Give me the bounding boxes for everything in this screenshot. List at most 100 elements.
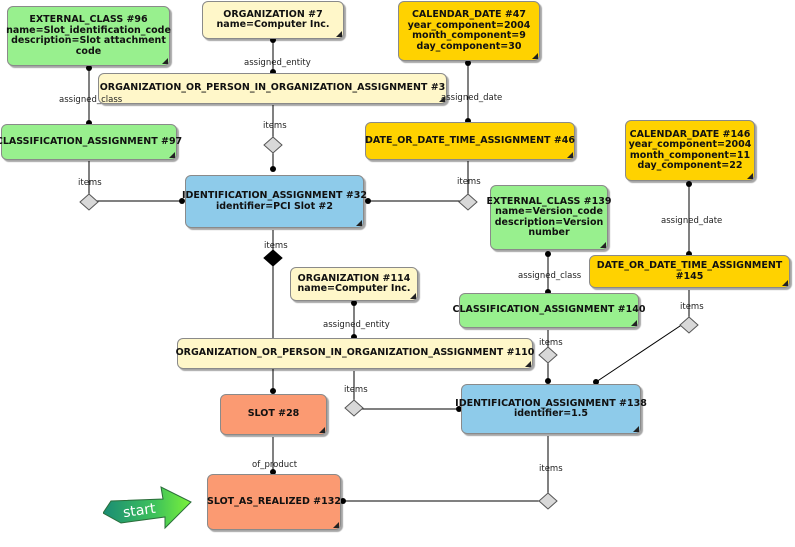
connector-dot	[593, 379, 599, 385]
node-line: CALENDAR_DATE #47	[411, 9, 527, 20]
node-line: identifier=1.5	[513, 408, 589, 419]
edge-line	[353, 371, 459, 410]
node-line: CLASSIFICATION_ASSIGNMENT #140	[452, 304, 646, 316]
connector-dot	[270, 469, 276, 475]
connector-dot	[456, 406, 462, 412]
node-line: name=Computer Inc.	[216, 19, 330, 30]
set-diamond	[538, 346, 558, 364]
node-identification-assignment-32[interactable]: IDENTIFICATION_ASSIGNMENT #32 identifier…	[181, 175, 368, 228]
connector-dot	[270, 388, 276, 394]
edge-label-items: items	[680, 302, 704, 312]
node-org-assignment-3[interactable]: ORGANIZATION_OR_PERSON_IN_ORGANIZATION_A…	[98, 73, 447, 104]
node-calendar-date-146[interactable]: CALENDAR_DATE #146 year_component=2004 m…	[625, 120, 755, 181]
edge-label-of-product: of_product	[252, 460, 298, 470]
corner-mark	[336, 31, 342, 37]
start-label: start	[122, 501, 157, 521]
connector-dot	[351, 300, 357, 306]
edge-label-assigned-class: assigned_class	[518, 271, 582, 281]
node-line: EXTERNAL_CLASS #96	[29, 14, 148, 25]
edge-label-assigned-class: assigned_class	[59, 95, 123, 105]
node-classification-assignment-140[interactable]: CLASSIFICATION_ASSIGNMENT #140	[453, 293, 645, 328]
corner-mark	[633, 426, 639, 432]
node-line: ORGANIZATION_OR_PERSON_IN_ORGANIZATION_A…	[175, 347, 535, 359]
node-line: IDENTIFICATION_ASSIGNMENT #32	[181, 190, 368, 201]
edge-label-items: items	[539, 338, 563, 348]
node-classification-assignment-97[interactable]: CLASSIFICATION_ASSIGNMENT #97	[0, 124, 182, 160]
node-calendar-date-47[interactable]: CALENDAR_DATE #47 year_component=2004 mo…	[398, 1, 540, 61]
connector-dot	[86, 65, 92, 71]
node-identification-assignment-138[interactable]: IDENTIFICATION_ASSIGNMENT #138 identifie…	[455, 384, 647, 434]
edge-line	[88, 161, 182, 202]
connector-dot	[179, 198, 185, 204]
edge-label-items: items	[344, 385, 368, 395]
node-line: identifier=PCI Slot #2	[215, 200, 333, 212]
node-line: SLOT_AS_REALIZED #132	[207, 495, 341, 507]
set-diamond	[679, 316, 699, 334]
node-line: SLOT #28	[247, 408, 300, 420]
node-line: ORGANIZATION #7	[223, 8, 323, 20]
node-line: ORGANIZATION #114	[297, 272, 411, 284]
connector-dot	[270, 166, 276, 172]
start-arrow-shape	[103, 486, 192, 530]
node-line: day_component=30	[416, 40, 522, 52]
node-external-class-139[interactable]: EXTERNAL_CLASS #139 name=Version_code de…	[487, 185, 611, 250]
node-line: CALENDAR_DATE #146	[629, 128, 751, 140]
node-line: name=Computer Inc.	[297, 283, 411, 294]
corner-mark	[747, 173, 753, 179]
node-line: name=Version_code	[495, 206, 603, 217]
edge-label-items: items	[457, 177, 481, 187]
edge-label-assigned-entity: assigned_entity	[244, 58, 311, 68]
start-arrow[interactable]: start	[103, 483, 198, 537]
corner-mark	[439, 96, 445, 102]
corner-mark	[333, 522, 339, 528]
edge-label-items: items	[78, 178, 102, 188]
edge-label-items: items	[263, 121, 287, 131]
set-diamond	[344, 399, 364, 417]
connector-dot	[686, 181, 692, 187]
set-diamond	[79, 193, 99, 211]
node-line: CLASSIFICATION_ASSIGNMENT #97	[0, 135, 183, 147]
node-line: code	[75, 45, 102, 57]
node-organization-114[interactable]: ORGANIZATION #114 name=Computer Inc.	[290, 267, 418, 301]
corner-mark	[162, 58, 168, 64]
set-diamond	[458, 193, 478, 211]
edge-label-items: items	[539, 464, 563, 474]
corner-mark	[532, 53, 538, 59]
corner-mark	[631, 320, 637, 326]
edge-label-assigned-entity: assigned_entity	[323, 320, 390, 330]
node-org-assignment-110[interactable]: ORGANIZATION_OR_PERSON_IN_ORGANIZATION_A…	[175, 338, 535, 369]
connector-dot	[545, 378, 551, 384]
node-date-assignment-145[interactable]: DATE_OR_DATE_TIME_ASSIGNMENT #145	[589, 255, 790, 288]
node-line: description=Slot attachment	[11, 35, 166, 46]
node-external-class-96[interactable]: EXTERNAL_CLASS #96 name=Slot_identificat…	[6, 6, 171, 66]
node-line: #145	[675, 270, 704, 282]
edge-line	[343, 436, 549, 502]
node-organization-7[interactable]: ORGANIZATION #7 name=Computer Inc.	[202, 1, 344, 39]
connector-dot	[365, 198, 371, 204]
corner-mark	[319, 427, 325, 433]
edge-label-items: items	[264, 241, 288, 251]
list-diamond-filled	[263, 249, 283, 267]
node-line: description=Version	[494, 216, 604, 228]
node-line: name=Slot_identification_code	[6, 24, 171, 36]
corner-mark	[567, 152, 573, 158]
connector-dot	[465, 60, 471, 66]
node-slot-as-realized-132[interactable]: SLOT_AS_REALIZED #132	[207, 474, 341, 530]
corner-mark	[169, 152, 175, 158]
connector-dot	[545, 251, 551, 257]
node-line: year_component=2004	[628, 139, 752, 150]
node-line: year_component=2004	[407, 19, 531, 31]
node-line: EXTERNAL_CLASS #139	[486, 195, 612, 207]
node-line: IDENTIFICATION_ASSIGNMENT #138	[455, 397, 647, 409]
connector-dot	[340, 498, 346, 504]
node-line: day_component=22	[637, 160, 743, 171]
node-slot-28[interactable]: SLOT #28	[220, 394, 327, 435]
corner-mark	[782, 280, 788, 286]
corner-mark	[525, 361, 531, 367]
edge-label-assigned-date: assigned_date	[661, 216, 723, 226]
set-diamond	[263, 136, 283, 154]
edge-label-assigned-date: assigned_date	[441, 93, 503, 103]
node-line: DATE_OR_DATE_TIME_ASSIGNMENT	[596, 260, 783, 271]
node-date-assignment-46[interactable]: DATE_OR_DATE_TIME_ASSIGNMENT #46	[365, 122, 575, 160]
